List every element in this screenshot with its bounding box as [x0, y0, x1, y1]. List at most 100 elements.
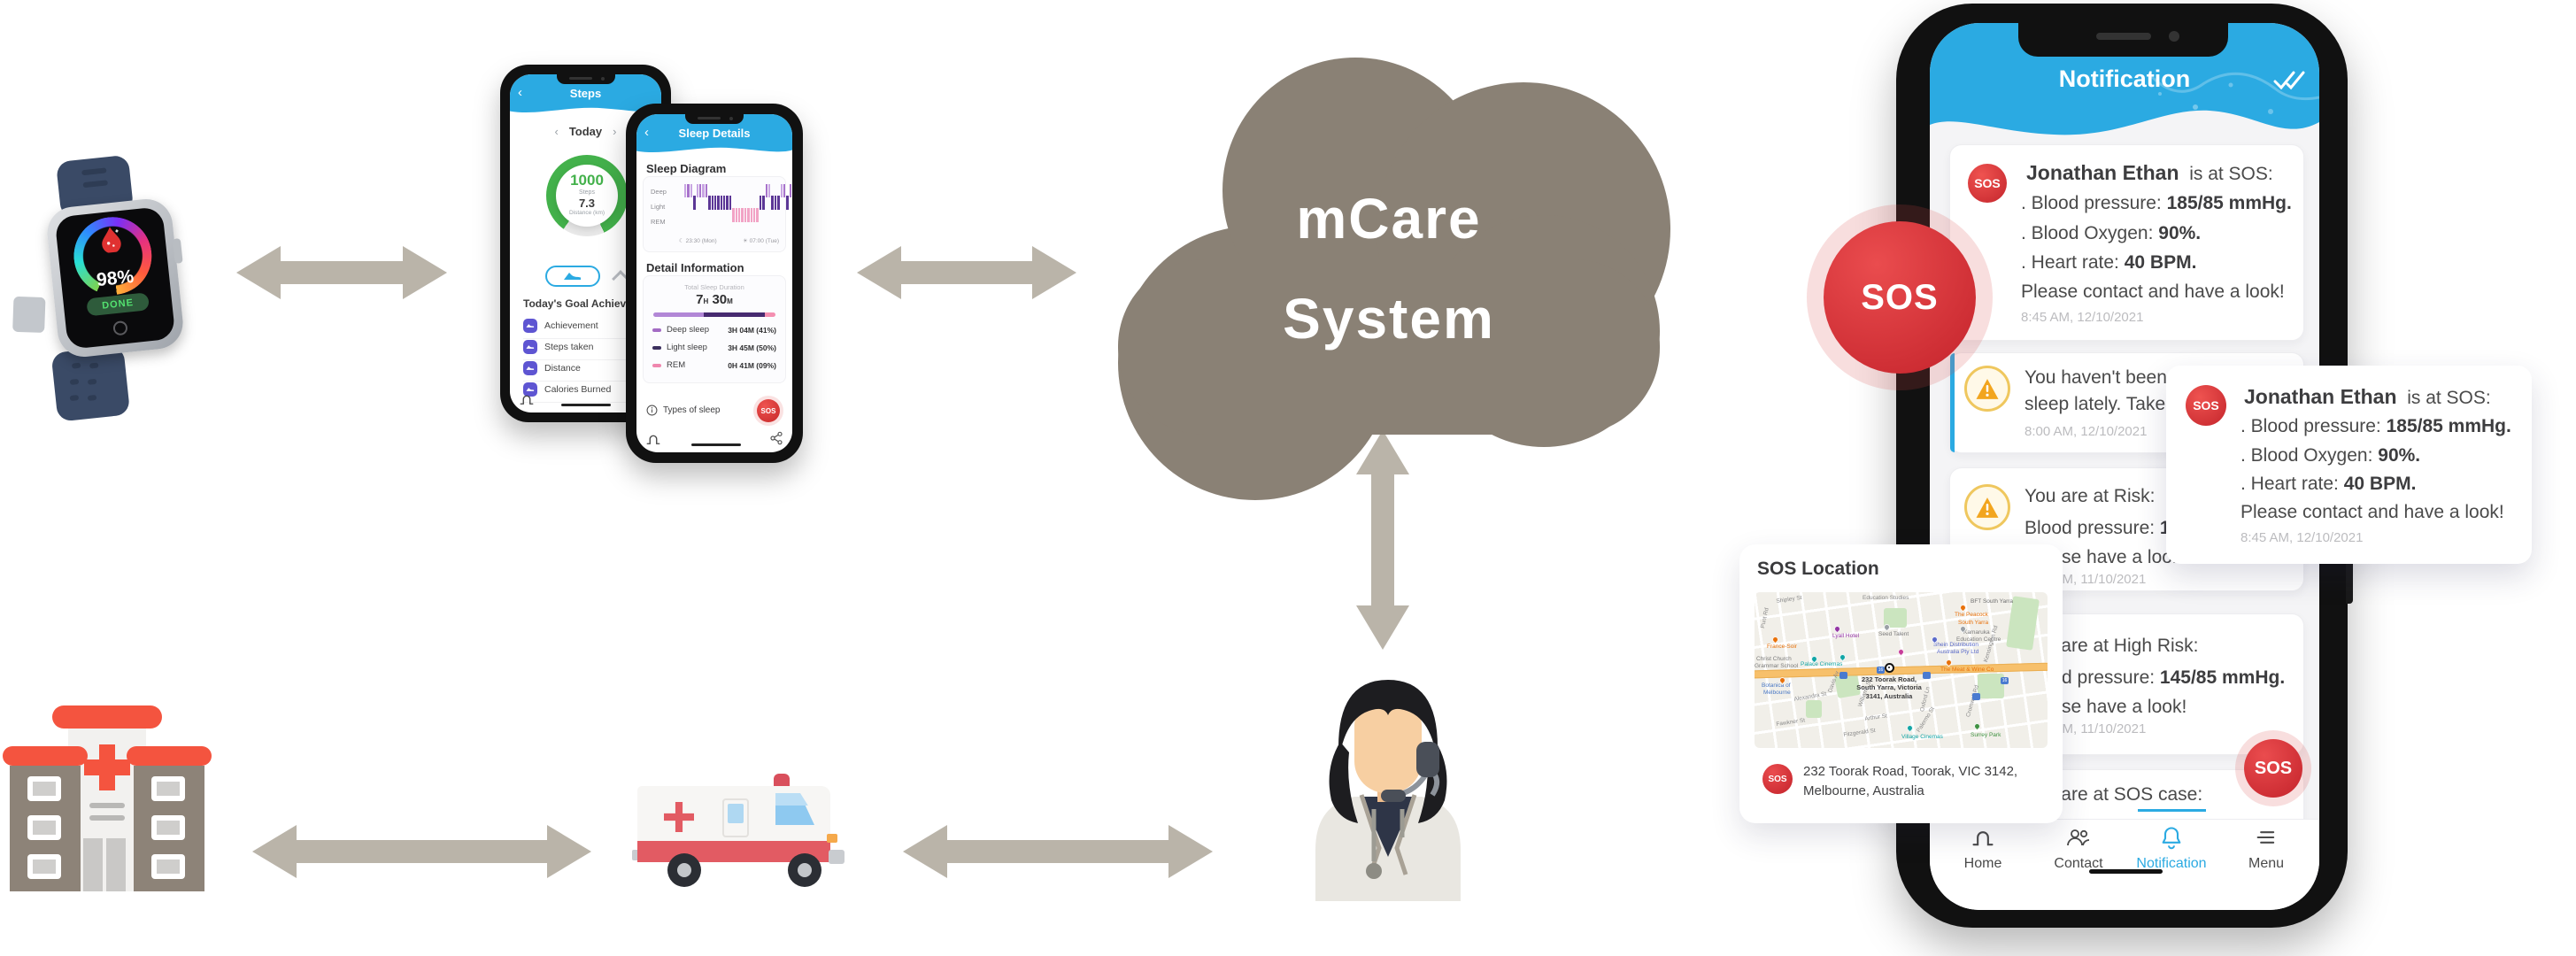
map[interactable]: 232 Toorak Road, South Yarra, Victoria 3…: [1755, 592, 2048, 748]
sos-alert-badge[interactable]: SOS: [1824, 221, 1976, 374]
route-shield: 16: [2001, 677, 2009, 684]
sos-badge: SOS: [2186, 385, 2226, 426]
sleep-diagram-title: Sleep Diagram: [646, 162, 727, 175]
hospital-door: [83, 838, 103, 891]
sos-badge: SOS: [1968, 164, 2007, 203]
mark-all-read-icon[interactable]: [2273, 69, 2305, 92]
map-label: Education Studies: [1863, 595, 1909, 601]
map-label: Fawkner St: [1776, 717, 1806, 728]
share-icon[interactable]: [769, 431, 783, 445]
ambulance-headlight: [827, 834, 837, 843]
types-of-sleep[interactable]: Types of sleep: [646, 405, 720, 416]
watch-home-button[interactable]: [112, 320, 128, 336]
ambulance-beacon: [774, 774, 790, 790]
goal-item-calories[interactable]: Calories Burned: [523, 382, 648, 403]
walk-toggle[interactable]: [544, 266, 600, 287]
sos-button[interactable]: SOS: [757, 399, 780, 422]
nav-notification[interactable]: Notification: [2132, 825, 2211, 872]
home-indicator[interactable]: [561, 404, 611, 406]
warning-icon: [1964, 366, 2010, 412]
stethoscope-icon: [1366, 863, 1382, 879]
map-label: France-Soir: [1767, 644, 1797, 650]
hospital-roof: [52, 705, 162, 729]
ambulance-bumper: [829, 850, 845, 864]
map-poi-marker[interactable]: [1958, 603, 1968, 613]
map-label: South Yarra: [1958, 620, 1989, 626]
map-label: Fitzgerald St: [1843, 727, 1877, 738]
bell-icon: [2162, 827, 2181, 850]
notification-card-sos[interactable]: SOS Jonathan Ethan is at SOS: . Blood pr…: [1949, 144, 2304, 341]
map-label: Cromwell Rd: [1965, 684, 1980, 718]
route-shield: [1972, 693, 1980, 700]
operator-face: [1354, 694, 1422, 793]
map-label: Lyall Hotel: [1832, 633, 1860, 639]
steps-header: ‹ Steps: [510, 74, 661, 116]
route-shield: 16: [1877, 667, 1885, 674]
sleep-diagram-card: Deep Light REM ☾ 23:30 (Mon) ☀ 07:00 (Tu…: [643, 176, 792, 252]
sos-popup-card[interactable]: SOS Jonathan Ethan is at SOS: . Blood pr…: [2166, 366, 2532, 564]
home-indicator[interactable]: [691, 443, 741, 446]
nav-home[interactable]: Home: [1943, 825, 2023, 872]
operator-illustration: [1315, 680, 1461, 901]
blood-drop-icon: [102, 227, 121, 254]
distance-value: 7.3: [578, 197, 596, 210]
achievement-icon: [523, 319, 537, 333]
moon-icon: ☾: [679, 237, 684, 244]
climb-toggle[interactable]: [611, 267, 629, 288]
map-label: Palace Cinemas: [1801, 661, 1843, 667]
watch-crown[interactable]: [172, 238, 183, 264]
timestamp: 8:45 AM, 12/10/2021: [2241, 530, 2364, 545]
steps-icon: [523, 340, 537, 354]
location-pin-icon: [1885, 663, 1894, 673]
sleep-phone: ‹ Sleep Details Sleep Diagram Deep Light…: [626, 104, 803, 463]
home-indicator[interactable]: [2089, 869, 2163, 874]
map-poi-marker[interactable]: [1770, 635, 1780, 644]
back-chevron-icon[interactable]: ‹: [518, 85, 522, 100]
home-icon: [1972, 831, 1994, 846]
map-label: Grammar School: [1755, 663, 1799, 669]
goal-item-distance[interactable]: Distance: [523, 361, 648, 382]
shoe-icon: [563, 273, 581, 280]
map-label: Village Cinemas: [1901, 734, 1943, 740]
headset-mic: [1381, 790, 1406, 802]
map-label: Punt Rd: [1760, 607, 1770, 629]
prev-chevron-icon[interactable]: ‹: [554, 125, 559, 138]
detail-info-title: Detail Information: [646, 261, 744, 274]
goal-item-achievement[interactable]: Achievement: [523, 319, 648, 339]
map-poi-marker[interactable]: [1838, 652, 1847, 662]
back-chevron-icon[interactable]: ‹: [644, 125, 649, 140]
sos-location-title: SOS Location: [1757, 559, 1879, 579]
arrow-cloud-operator: [1356, 430, 1409, 650]
map-label: Botanica of: [1762, 682, 1791, 689]
map-poi-marker[interactable]: [1972, 721, 1982, 731]
distance-icon: [523, 361, 537, 375]
arrow-watch-phones: [236, 246, 447, 299]
map-poi-marker[interactable]: [1905, 723, 1915, 733]
sos-float-button[interactable]: SOS: [2244, 739, 2302, 798]
home-icon[interactable]: [519, 391, 535, 407]
nav-menu[interactable]: Menu: [2226, 825, 2306, 872]
mcare-cloud: mCare System: [1118, 58, 1670, 500]
total-sleep-value: 7H 30M: [696, 292, 733, 307]
steps-label: Steps: [579, 189, 595, 196]
period-selector[interactable]: ‹ Today ›: [510, 125, 661, 138]
done-button[interactable]: DONE: [86, 292, 150, 317]
map-label: Christ Church: [1756, 656, 1792, 662]
phone-side-button[interactable]: [2346, 558, 2353, 604]
ambulance-illustration: [630, 772, 860, 894]
next-chevron-icon[interactable]: ›: [613, 125, 617, 138]
nav-contact[interactable]: Contact: [2039, 825, 2118, 872]
map-poi-marker[interactable]: [1896, 647, 1906, 657]
route-shield: [1839, 672, 1847, 679]
total-sleep-label: Total Sleep Duration: [684, 283, 744, 291]
map-label: The Meat & Wine Co: [1940, 667, 1994, 673]
home-icon[interactable]: [645, 431, 661, 447]
row-rem-label: REM: [651, 218, 666, 226]
row-light-label: Light: [651, 203, 666, 211]
menu-icon: [2256, 831, 2275, 844]
period-label: Today: [568, 125, 603, 138]
map-poi-marker[interactable]: [1832, 624, 1842, 634]
map-label: Shein Distribution: [1933, 642, 1978, 648]
map-label: Seed Talent: [1878, 631, 1909, 637]
